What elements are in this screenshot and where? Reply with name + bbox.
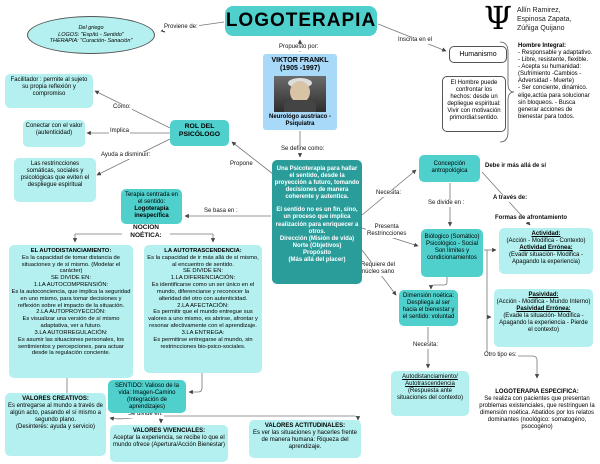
viktor-frankl-name: VIKTOR FRANKL (1905 -1997) — [271, 57, 329, 73]
autodist-line1: Autodistanciamiento/ — [402, 374, 458, 380]
edge-label-presenta: Presenta Restrincciones — [366, 224, 408, 239]
autodistanciamiento-title: EL AUTODISTANCIAMIENTO: — [30, 248, 112, 254]
node-hombre-integral: Hombre Integral: - Responsable y adaptat… — [516, 40, 598, 124]
node-logoterapia-especifica: LOGOTERAPIA ESPECIFICA: Se realiza con p… — [476, 386, 598, 434]
logoterapia-especifica-title: LOGOTERAPIA ESPECIFICA: — [495, 389, 579, 395]
node-concepcion-antropologica: Concepción antropológica — [419, 155, 480, 182]
edge-label-ayuda: Ayuda a disminuir: — [100, 152, 152, 160]
actividad-erronea-body: (Evadir situación- Modifica - Apagando l… — [508, 252, 584, 266]
node-autodistanciamiento: EL AUTODISTANCIAMIENTO: Es la capacidad … — [9, 245, 133, 378]
map-title: LOGOTERAPIA — [225, 6, 377, 36]
autotrascendencia-body: Es la capacidad de ir más allá de sí mis… — [147, 254, 259, 350]
valores-creativos-title: VALORES CREATIVOS: — [22, 396, 89, 402]
valores-actitudinales-body: Es ver las situaciones y hacerles frente… — [252, 430, 358, 451]
autodist-line2: Autotrascendencia — [405, 381, 455, 388]
edge-label-se-basa: Se basa en : — [203, 208, 239, 216]
hombre-integral-body: - Responsable y adaptativo. - Libre, res… — [518, 50, 593, 120]
edge-label-requiere: Requiere del núcleo sano — [360, 262, 397, 277]
hombre-integral-title: Hombre Integral: — [518, 43, 567, 49]
node-dimension-noetica: Dimensión noética: Despliega al ser haci… — [399, 290, 458, 326]
edge-label-propone: Propone — [229, 161, 254, 169]
edge-label-formas: Formas de afrontamiento — [494, 215, 569, 223]
edge-label-debe-ir: Debe ir más allá de sí — [484, 163, 548, 171]
edge-label-otro-tipo: Otro tipo es: — [483, 352, 518, 360]
node-biologico: Biólogico (Somático) Psicológico - Socia… — [421, 229, 483, 277]
edge-label-se-divide-2: Se divide en: — [127, 411, 164, 419]
edge-label-inscrita: Inscrita en el — [397, 37, 434, 45]
node-actividad: Actividad: (Acción - Modifica - Contexto… — [499, 228, 593, 274]
autotrascendencia-title: LA AUTOTRASCENDENCIA: — [164, 248, 242, 254]
edge-label-se-define: Se define como: — [280, 146, 326, 154]
valores-creativos-body: Es entregarse al mundo a través de algún… — [7, 403, 104, 431]
valores-vivenciales-title: VALORES VIVENCIALES: — [132, 428, 206, 434]
node-facilitador: Facilitador : permite al sujeto su propi… — [5, 74, 93, 108]
pasividad-erronea-body: (Evade la situación- Modifica - Apagando… — [499, 313, 588, 334]
pasividad-body: (Acción - Modifica - Mundo Interno) — [496, 299, 591, 306]
actividad-erronea-title: Actividad Errónea: — [519, 245, 573, 252]
photo-face — [290, 80, 310, 103]
edge-label-a-traves: A través de: — [492, 195, 529, 203]
etymology-ellipse: Del griego LOGOS: "Espítú - Sentido" THE… — [27, 16, 155, 54]
edge-label-necesita-1: Necesita: — [375, 190, 403, 198]
node-terapia-inespecifica: Terapia centrada en el sentido: Logotera… — [121, 189, 182, 224]
edge-label-implica: Implica — [109, 128, 131, 136]
valores-actitudinales-title: VALORES ACTITUDINALES: — [264, 423, 346, 429]
edge-label-proviene: Proviene de: — [163, 24, 199, 32]
logoterapia-especifica-body: Se realiza con pacientes que presentan p… — [479, 396, 595, 431]
central-p1: Una Psicoterapia para hallar el sentido,… — [274, 166, 360, 201]
autodist-body: (Respuesta ante situaciones del contexto… — [396, 388, 464, 402]
node-valores-actitudinales: VALORES ACTITUDINALES: Es ver las situac… — [249, 420, 361, 458]
node-autotrascendencia: LA AUTOTRASCENDENCIA: Es la capacidad de… — [144, 245, 262, 373]
node-valores-creativos: VALORES CREATIVOS: Es entregarse al mund… — [5, 393, 106, 456]
edge-label-propuesto: Propuesto por: — [278, 44, 320, 52]
terapia-text: Terapia centrada en el sentido: — [124, 192, 179, 206]
node-restrincciones: Las restrincciones somáticas, sociales y… — [14, 158, 96, 202]
node-valores-vivenciales: VALORES VIVENCIALES: Aceptar la experien… — [110, 425, 228, 462]
pasividad-erronea-title: Pasividad Errónea: — [516, 306, 571, 313]
edge-label-como: Como: — [112, 104, 132, 112]
viktor-frankl-photo — [274, 75, 326, 112]
node-sentido: SENTIDO: Valioso de la vida: Imagen-Cami… — [108, 380, 186, 413]
edge-label-necesita-2: Necesita: — [412, 342, 440, 350]
autodistanciamiento-body: Es la capacidad de tomar distancia de si… — [11, 254, 131, 357]
viktor-frankl-caption: Neurológo austriaco - Psiquiatra — [268, 113, 331, 127]
actividad-title: Actividad: — [531, 231, 561, 237]
node-pasividad: Pasividad: (Acción - Modifica - Mundo In… — [494, 289, 593, 347]
central-p2: El sentido no es un fin, sino, un proces… — [275, 207, 359, 263]
terapia-bold: Logoterapia inespecífica — [134, 206, 169, 220]
node-rol-psicologo: ROL DEL PSICÓLOGO — [170, 120, 229, 146]
edge-label-se-divide-1: Se divide en : — [427, 200, 466, 208]
node-definicion-central: Una Psicoterapia para hallar el sentido,… — [272, 160, 362, 284]
valores-vivenciales-body: Aceptar la experiencia, se recibe lo que… — [112, 435, 226, 449]
psi-icon: Ψ — [484, 0, 513, 37]
photo-suit — [284, 99, 316, 112]
node-conectar-valor: Conectar con el valor (autenticidad) — [23, 120, 85, 147]
edge-label-nocion-noetica: NOCIÓN NOÉTICA: — [122, 224, 170, 240]
actividad-body: (Acción - Modifica - Contexto) — [506, 238, 586, 245]
node-hombre-puede: El Hombre puede confrontar los hechos: d… — [442, 76, 506, 132]
node-humanismo: Humanismo — [449, 46, 507, 63]
node-viktor-frankl: VIKTOR FRANKL (1905 -1997) Neurológo aus… — [263, 54, 337, 130]
node-autodist-autotrasc: Autodistanciamiento/ Autotrascendencia (… — [391, 371, 469, 416]
pasividad-title: Pasividad: — [528, 292, 559, 298]
authors-names: Allín Ramirez, Espinosa Zapata, Zúñiga Q… — [517, 7, 572, 32]
